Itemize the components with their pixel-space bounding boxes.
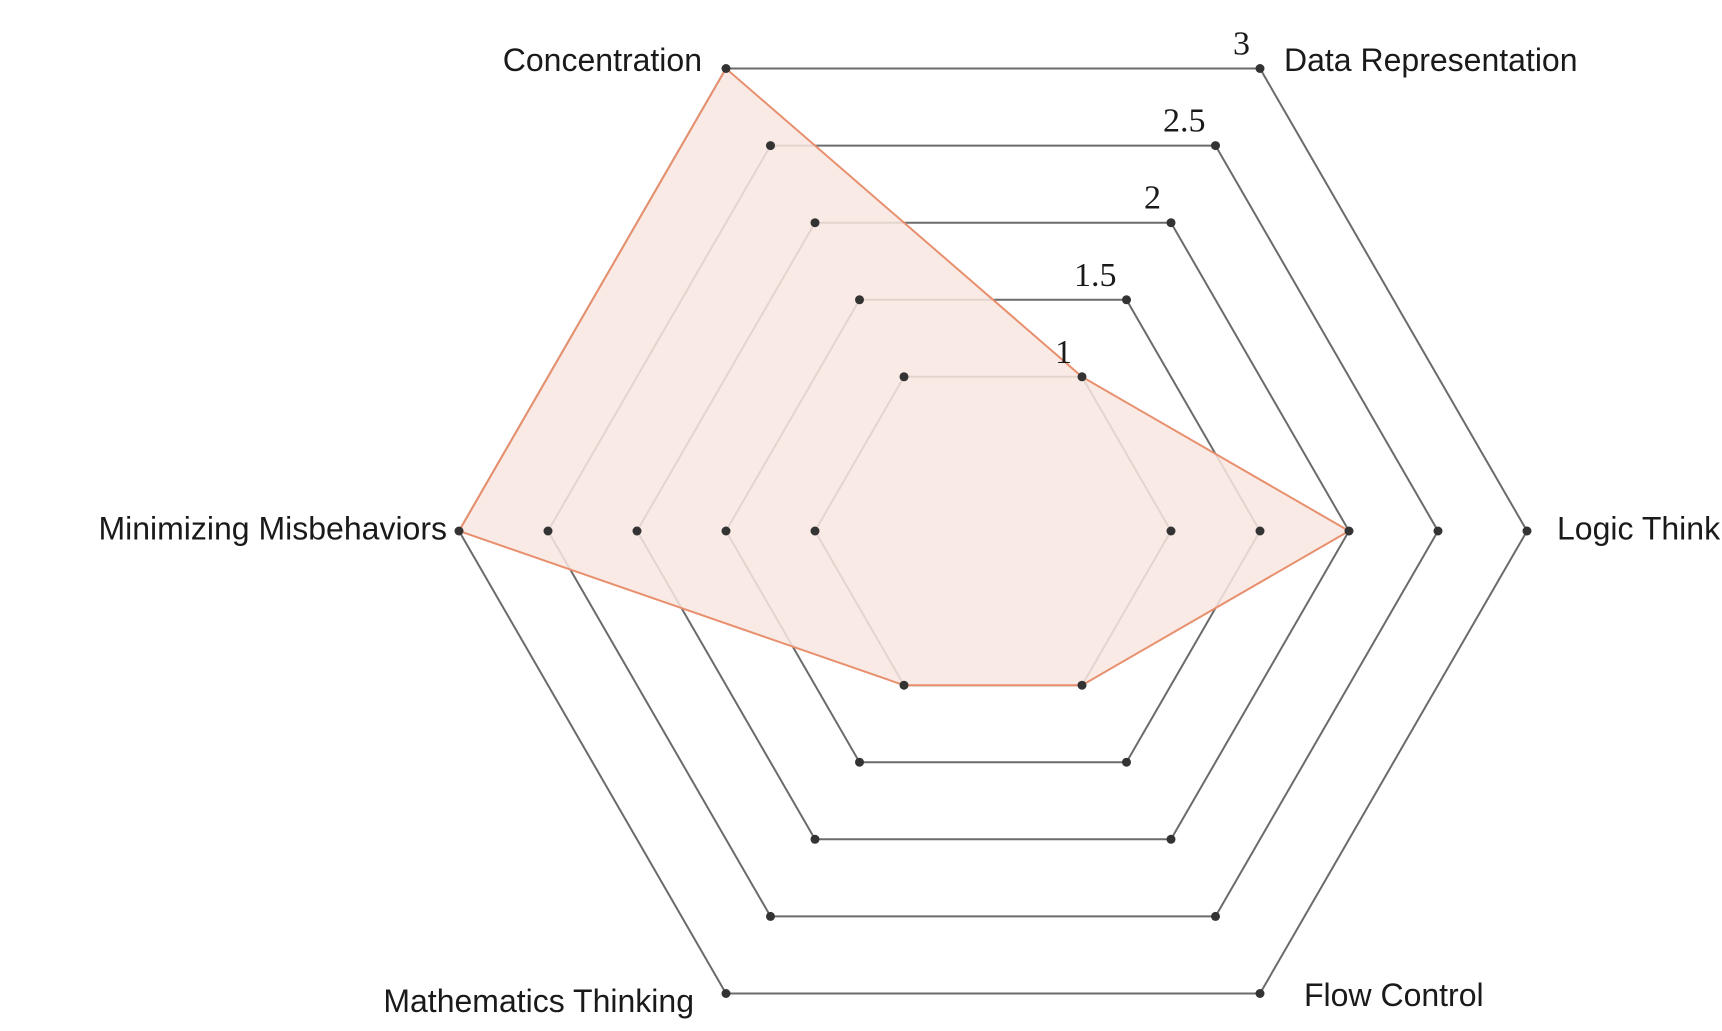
axis-label: Mathematics Thinking <box>383 983 694 1019</box>
ring-vertex-dot <box>721 989 731 998</box>
ring-vertex-dot <box>1166 218 1176 228</box>
axis-label: Flow Control <box>1304 977 1484 1013</box>
tick-label: 1 <box>1055 334 1072 371</box>
tick-labels: 1 1.5 2 2.5 3 <box>1055 26 1250 371</box>
ring-vertex-dot <box>721 526 731 536</box>
ring-vertex-dot <box>454 526 464 536</box>
ring-vertex-dot <box>810 526 820 536</box>
ring-vertex-dot <box>855 757 864 767</box>
ring-vertex-dot <box>1166 526 1176 536</box>
tick-label: 2 <box>1144 180 1161 217</box>
ring-vertex-dot <box>766 911 775 921</box>
axis-label: Minimizing Misbehaviors <box>98 510 447 546</box>
ring-vertex-dot <box>1211 911 1220 921</box>
ring-vertex-dot <box>721 64 731 73</box>
ring-vertex-dot <box>1522 526 1532 536</box>
ring-vertex-dot <box>1211 141 1220 151</box>
ring-vertex-dot <box>810 834 820 844</box>
ring-vertex-dot <box>1433 526 1443 536</box>
ring-vertex-dot <box>899 372 909 382</box>
ring-vertex-dot <box>632 526 642 536</box>
tick-label: 2.5 <box>1163 103 1206 140</box>
ring-vertex-dot <box>1166 834 1176 844</box>
ring-vertex-dot <box>1077 680 1087 690</box>
ring-vertex-dot <box>899 680 909 690</box>
ring-vertex-dot <box>1122 295 1131 305</box>
axis-label: Logic Thinking <box>1557 510 1722 546</box>
axis-label: Data Representation <box>1284 42 1578 78</box>
vertex-dots <box>454 64 1532 998</box>
ring-vertex-dot <box>543 526 553 536</box>
ring-vertex-dot <box>1077 372 1087 382</box>
ring-vertex-dot <box>1255 989 1265 998</box>
ring-vertex-dot <box>1255 526 1265 536</box>
ring-vertex-dot <box>1255 64 1265 73</box>
tick-label: 3 <box>1233 26 1250 63</box>
axis-label: Concentration <box>503 42 702 78</box>
ring-vertex-dot <box>1122 757 1131 767</box>
ring-vertex-dot <box>810 218 820 228</box>
ring-vertex-dot <box>766 141 775 151</box>
ring-vertex-dot <box>855 295 864 305</box>
ring-vertex-dot <box>1344 526 1354 536</box>
tick-label: 1.5 <box>1074 257 1117 294</box>
